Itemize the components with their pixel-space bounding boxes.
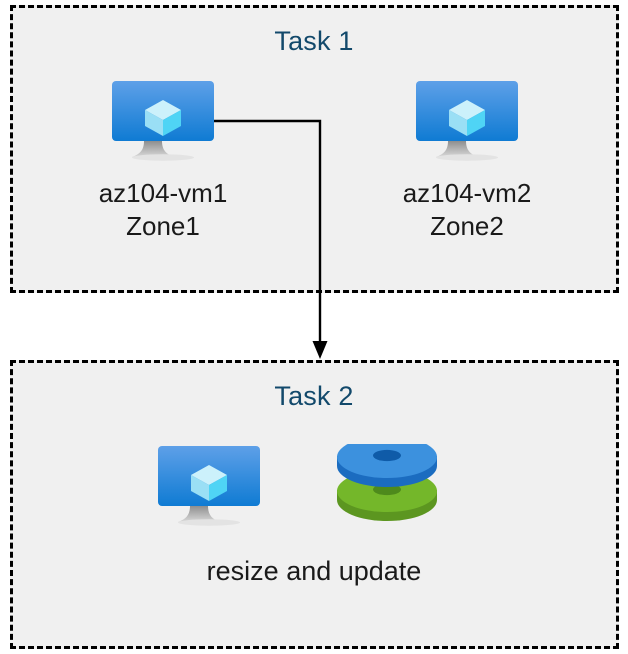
task-2-box <box>10 360 619 649</box>
vm2-caption: az104-vm2 Zone2 <box>402 178 532 242</box>
vm1-caption: az104-vm1 Zone1 <box>98 178 228 242</box>
task-1-title: Task 1 <box>274 26 354 56</box>
virtual-machine-icon <box>414 79 520 165</box>
task-2-title: Task 2 <box>274 381 354 411</box>
task-2-caption: resize and update <box>206 556 422 586</box>
virtual-machine-icon <box>110 79 216 165</box>
virtual-machine-icon <box>156 444 262 530</box>
disks-icon <box>333 444 441 530</box>
